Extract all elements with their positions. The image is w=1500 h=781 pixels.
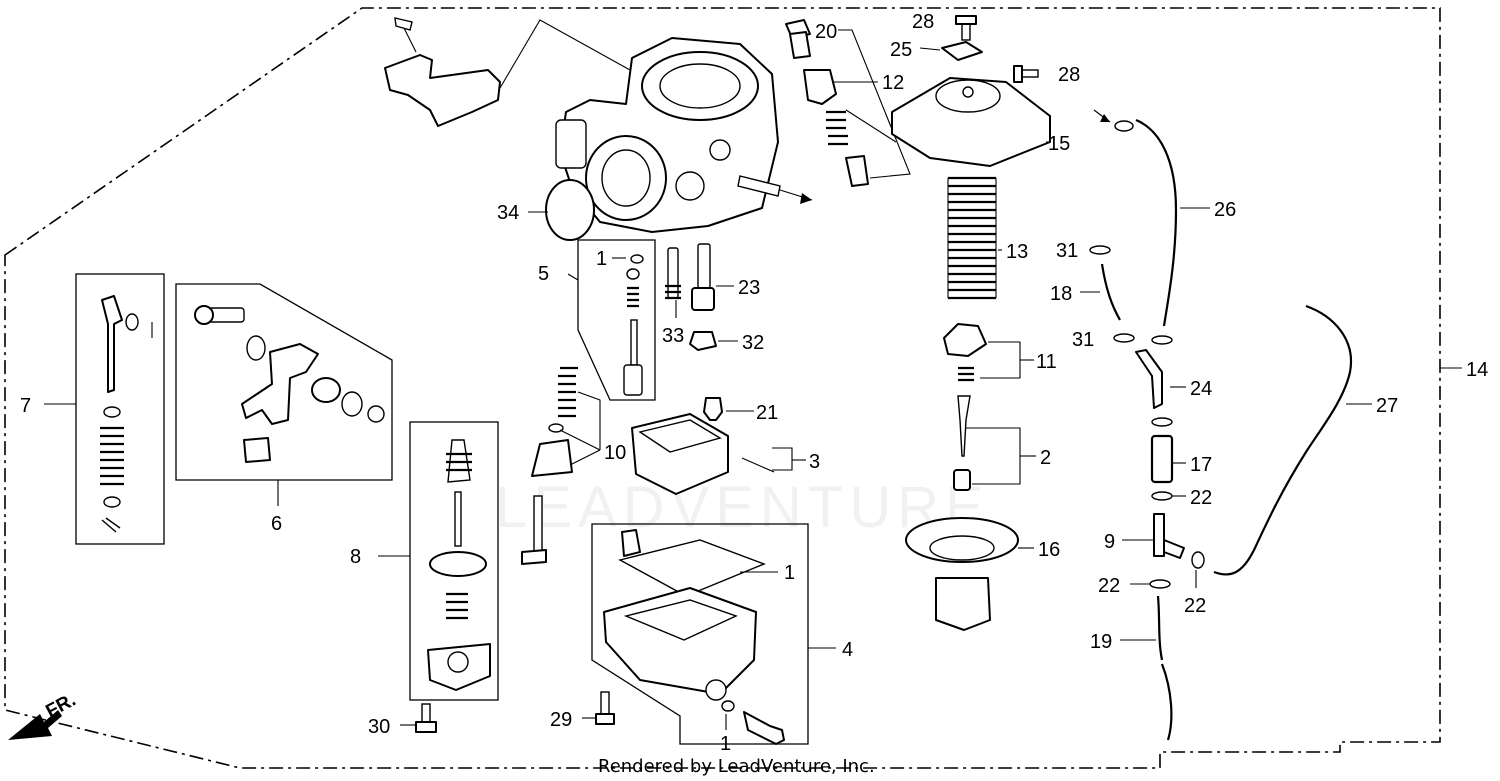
callout-20: 20 xyxy=(815,21,837,43)
callout-14: 14 xyxy=(1466,359,1488,381)
callout-26: 26 xyxy=(1214,199,1236,221)
needle-holder-11 xyxy=(943,323,987,382)
needle-2 xyxy=(953,395,971,491)
spring-13 xyxy=(947,176,997,300)
o-ring-34 xyxy=(545,179,595,241)
clip-22c xyxy=(1191,551,1205,569)
callout-22a: 22 xyxy=(1190,487,1212,509)
watermark-text: LEADVENTURE xyxy=(495,475,990,540)
callout-33: 33 xyxy=(662,325,684,347)
leader-10b xyxy=(559,429,601,451)
callout-23: 23 xyxy=(738,277,760,299)
joint-24 xyxy=(1135,335,1173,409)
clip-31b xyxy=(1113,333,1135,343)
callout-18: 18 xyxy=(1050,283,1072,305)
callout-4: 4 xyxy=(842,639,853,661)
leader-11-bracket xyxy=(980,341,1021,379)
pilot-screw-parts-10 xyxy=(521,366,578,565)
clip-31a xyxy=(1089,245,1111,255)
callout-22c: 22 xyxy=(1184,595,1206,617)
screw-30 xyxy=(415,703,437,733)
pump-box-8 xyxy=(409,421,499,701)
clip-22b xyxy=(1149,579,1171,589)
jet-set-box-5 xyxy=(577,239,656,401)
front-direction-marker: FR. xyxy=(8,690,79,740)
diaphragm-16 xyxy=(905,517,1019,631)
callout-28a: 28 xyxy=(912,11,934,33)
callout-8: 8 xyxy=(350,546,361,568)
bracket-leader xyxy=(499,19,631,89)
hose-19 xyxy=(1156,595,1173,741)
float-chamber-box-4 xyxy=(591,523,809,745)
flow-arrowhead xyxy=(800,193,812,204)
callout-31b: 31 xyxy=(1072,329,1094,351)
link-parts-7 xyxy=(100,295,153,533)
hose-18 xyxy=(1100,263,1121,321)
link-box-7 xyxy=(75,273,165,545)
callout-3: 3 xyxy=(809,451,820,473)
carburetor-body xyxy=(555,37,781,233)
callout-12: 12 xyxy=(882,72,904,94)
leader-3-bracket xyxy=(772,447,793,471)
front-marker-text: FR. xyxy=(42,690,79,723)
callout-34: 34 xyxy=(497,202,519,224)
callout-10: 10 xyxy=(604,442,626,464)
callout-19: 19 xyxy=(1090,631,1112,653)
callout-21: 21 xyxy=(756,402,778,424)
pump-parts-8 xyxy=(427,439,491,691)
callout-5: 5 xyxy=(538,263,549,285)
callout-2: 2 xyxy=(1040,447,1051,469)
callout-25: 25 xyxy=(890,39,912,61)
callout-9: 9 xyxy=(1104,531,1115,553)
callout-6: 6 xyxy=(271,513,282,535)
leader-20-bracket xyxy=(838,29,911,179)
parts-12-20 xyxy=(785,19,869,187)
screw-28a xyxy=(955,15,977,41)
callout-28b: 28 xyxy=(1058,64,1080,86)
hose-27 xyxy=(1213,304,1353,576)
top-cover-15 xyxy=(891,77,1051,167)
leader-10a xyxy=(577,391,601,450)
bracket-part xyxy=(384,17,501,127)
joint-9 xyxy=(1153,513,1185,559)
callout-16: 16 xyxy=(1038,539,1060,561)
leader-25 xyxy=(919,47,941,51)
screw-29 xyxy=(595,691,615,725)
jet-parts-23-33 xyxy=(665,243,717,351)
callout-1a: 1 xyxy=(596,248,607,270)
float-valve-21 xyxy=(703,397,723,421)
callout-15: 15 xyxy=(1048,133,1070,155)
leader-20-inner xyxy=(845,109,897,143)
jet-set-parts-5 xyxy=(623,254,644,396)
float-3 xyxy=(631,413,775,495)
callout-7: 7 xyxy=(20,395,31,417)
leader-10c xyxy=(569,449,601,466)
plate-25 xyxy=(941,41,983,61)
credit-text: Rendered by LeadVenture, Inc. xyxy=(598,756,875,777)
callout-13: 13 xyxy=(1006,241,1028,263)
choke-box-6 xyxy=(175,283,393,481)
clip-22a xyxy=(1151,491,1173,501)
float-chamber-parts-4 xyxy=(603,529,785,745)
callout-24: 24 xyxy=(1190,378,1212,400)
choke-parts-6 xyxy=(194,305,385,463)
assembly-outline xyxy=(4,7,1441,769)
callout-11: 11 xyxy=(1036,351,1057,373)
callout-1c: 1 xyxy=(720,733,731,755)
callout-17: 17 xyxy=(1190,454,1212,476)
hose-17 xyxy=(1150,417,1174,484)
screw-28b xyxy=(1013,65,1039,83)
callout-1b: 1 xyxy=(784,562,795,584)
callout-30: 30 xyxy=(368,716,390,738)
callout-27: 27 xyxy=(1376,395,1398,417)
callout-32: 32 xyxy=(742,332,764,354)
callout-29: 29 xyxy=(550,709,572,731)
callout-22b: 22 xyxy=(1098,575,1120,597)
hose-26 xyxy=(1093,109,1178,327)
callout-31a: 31 xyxy=(1056,240,1078,262)
leader-5 xyxy=(567,273,579,281)
